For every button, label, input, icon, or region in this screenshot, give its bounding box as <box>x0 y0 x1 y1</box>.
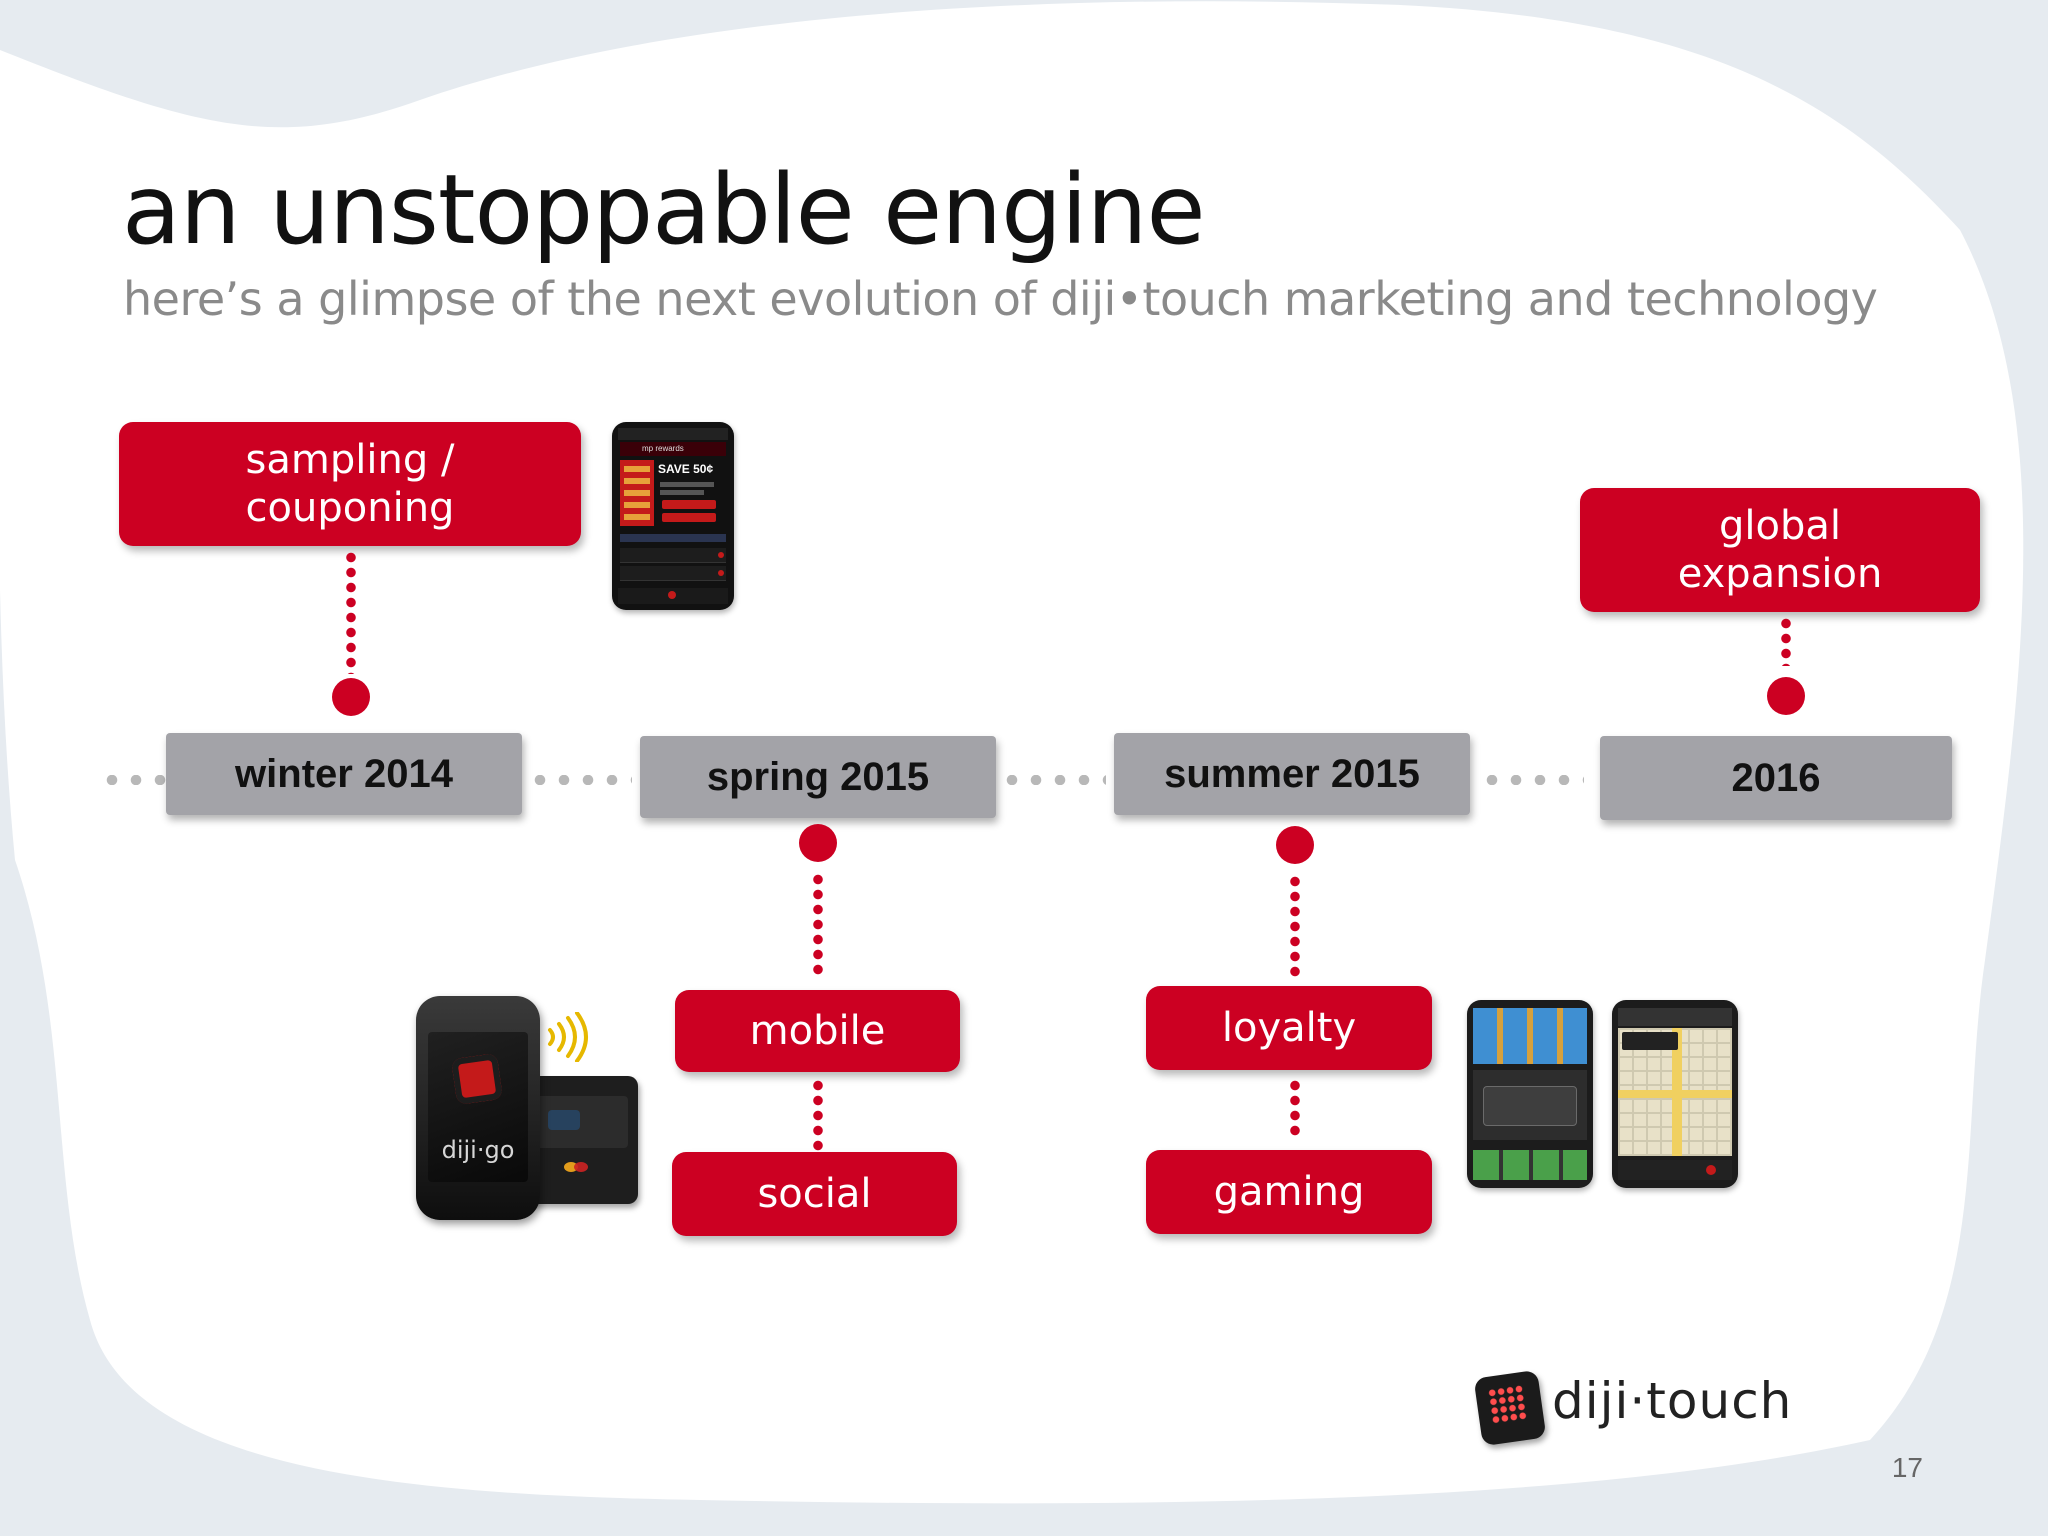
milestone-global-expansion: global expansion <box>1580 488 1980 612</box>
node-2016 <box>1767 677 1805 715</box>
diji-touch-logo-icon <box>1473 1369 1547 1447</box>
milestone-sampling-couponing: sampling / couponing <box>119 422 581 546</box>
page-number: 17 <box>1891 1452 1923 1483</box>
period-2016: 2016 <box>1600 736 1952 820</box>
node-summer-2015 <box>1276 826 1314 864</box>
timeline-connector-3 <box>1480 775 1584 785</box>
period-winter-2014: winter 2014 <box>166 733 522 815</box>
connector-loyalty-gaming <box>1290 1078 1300 1140</box>
connector-global <box>1781 616 1791 666</box>
timeline-connector-start <box>100 775 166 785</box>
period-spring-2015: spring 2015 <box>640 736 996 818</box>
connector-spring-2015 <box>813 872 823 978</box>
connector-mobile-social <box>813 1078 823 1156</box>
smartphone: diji·go <box>416 996 540 1220</box>
milestone-mobile: mobile <box>675 990 960 1072</box>
milestone-loyalty: loyalty <box>1146 986 1432 1070</box>
nfc-wave-icon <box>548 1012 588 1062</box>
milestone-social: social <box>672 1152 957 1236</box>
timeline-connector-1 <box>528 775 632 785</box>
diji-go-device-image: diji·go <box>412 996 652 1226</box>
diji-touch-logo-text: diji·touch <box>1552 1372 1793 1430</box>
node-winter-2014 <box>332 678 370 716</box>
timeline-connector-2 <box>1000 775 1106 785</box>
slide-title: an unstoppable engine <box>122 154 1206 266</box>
payment-terminal <box>524 1076 638 1204</box>
milestone-gaming: gaming <box>1146 1150 1432 1234</box>
period-summer-2015: summer 2015 <box>1114 733 1470 815</box>
rewards-offer-text: SAVE 50¢ <box>658 462 714 476</box>
diji-go-brand-text: diji·go <box>441 1136 515 1164</box>
slide-subtitle: here’s a glimpse of the next evolution o… <box>123 272 1878 326</box>
rewards-app-screenshot: mp rewards SAVE 50¢ <box>612 422 734 610</box>
loyalty-app-screenshot <box>1467 1000 1593 1188</box>
connector-summer-2015 <box>1290 874 1300 978</box>
connector-sampling <box>346 550 356 674</box>
map-app-screenshot <box>1612 1000 1738 1188</box>
node-spring-2015 <box>799 824 837 862</box>
rewards-app-header: mp rewards <box>620 442 726 456</box>
